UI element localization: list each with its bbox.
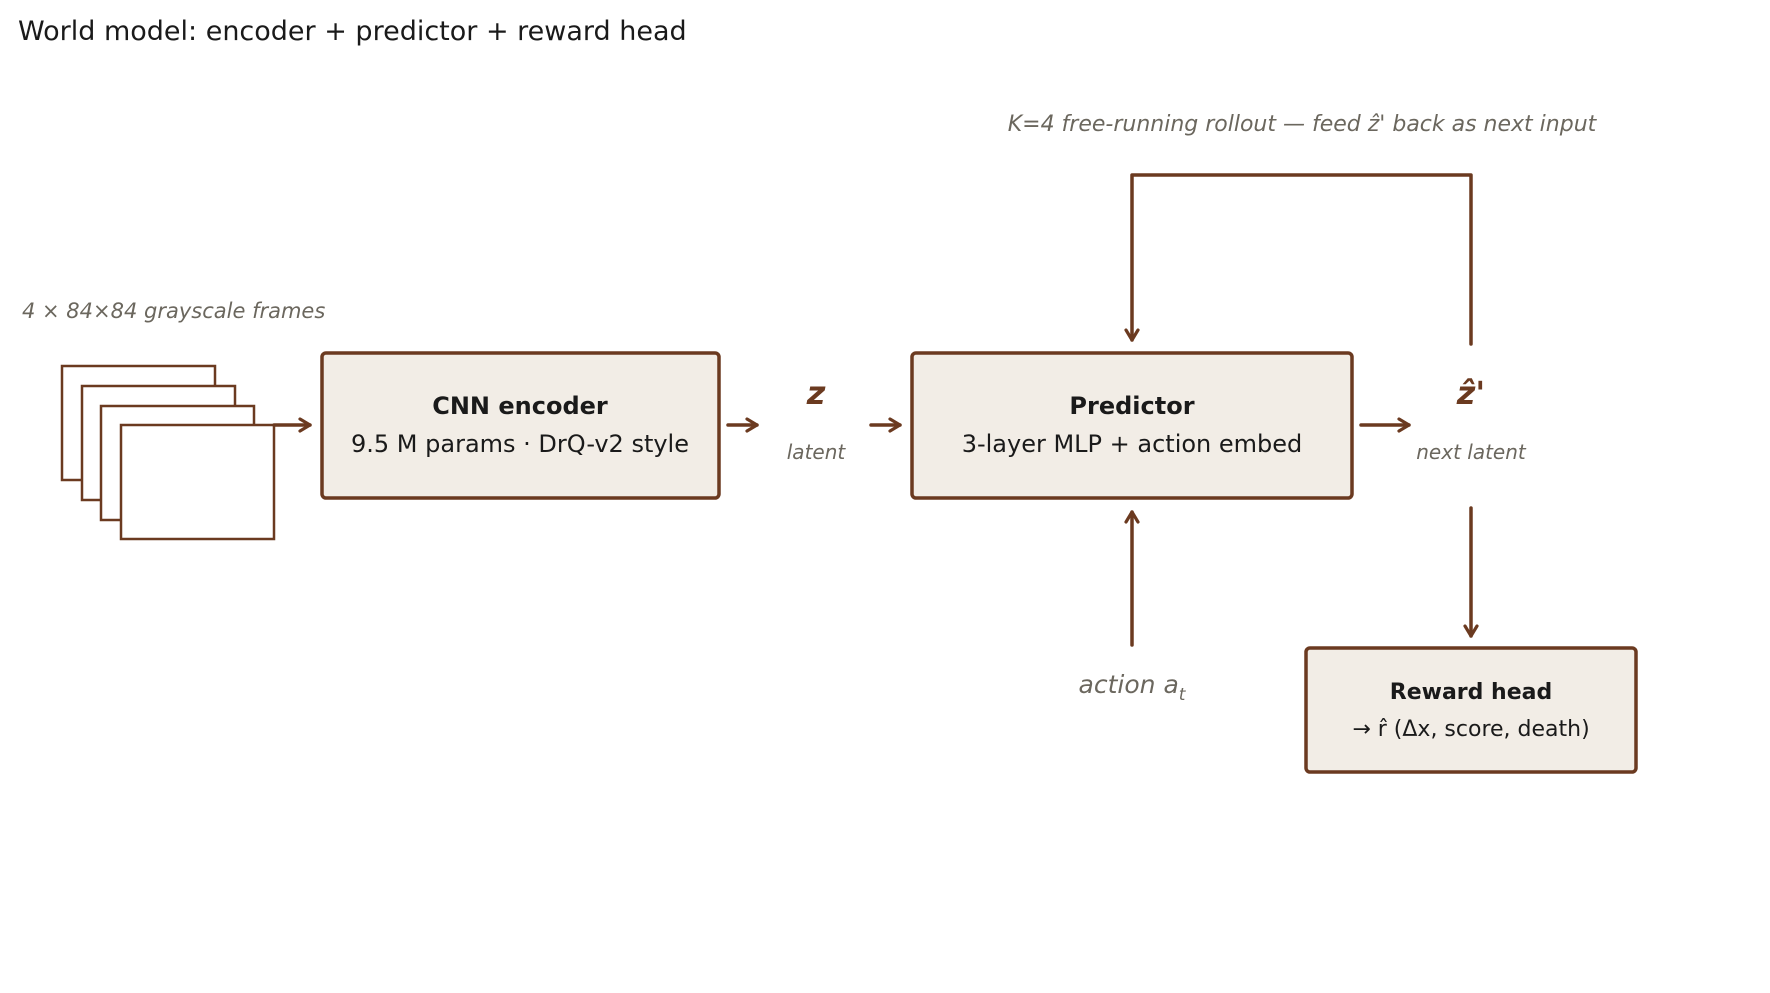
- reward-head-box: Reward head → r̂ (Δx, score, death): [1304, 646, 1638, 774]
- reward-head-title: Reward head: [1390, 680, 1552, 705]
- reward-head-subtitle: → r̂ (Δx, score, death): [1352, 717, 1589, 742]
- action-label-subscript: t: [1179, 685, 1187, 705]
- diagram-title: World model: encoder + predictor + rewar…: [18, 16, 687, 47]
- next-latent-label: next latent: [1416, 440, 1527, 464]
- frame-stack: [60, 364, 276, 541]
- rollout-label: K=4 free-running rollout — feed ẑ' back …: [1008, 112, 1598, 137]
- rollout-feedback-arrow: [1124, 173, 1473, 346]
- predictor-subtitle: 3-layer MLP + action embed: [962, 430, 1303, 458]
- predictor-box: Predictor 3-layer MLP + action embed: [910, 351, 1354, 500]
- latent-label: latent: [787, 440, 847, 464]
- action-label-main: action a: [1079, 670, 1179, 699]
- frame-4: [119, 423, 276, 541]
- latent-symbol: z: [806, 374, 826, 412]
- frames-label: 4 × 84×84 grayscale frames: [22, 299, 325, 323]
- encoder-title: CNN encoder: [432, 392, 608, 420]
- action-label: action at: [1079, 670, 1187, 705]
- cnn-encoder-box: CNN encoder 9.5 M params · DrQ-v2 style: [320, 351, 721, 500]
- encoder-subtitle: 9.5 M params · DrQ-v2 style: [351, 430, 689, 458]
- predictor-title: Predictor: [1069, 392, 1194, 420]
- next-latent-symbol: ẑ': [1456, 374, 1485, 412]
